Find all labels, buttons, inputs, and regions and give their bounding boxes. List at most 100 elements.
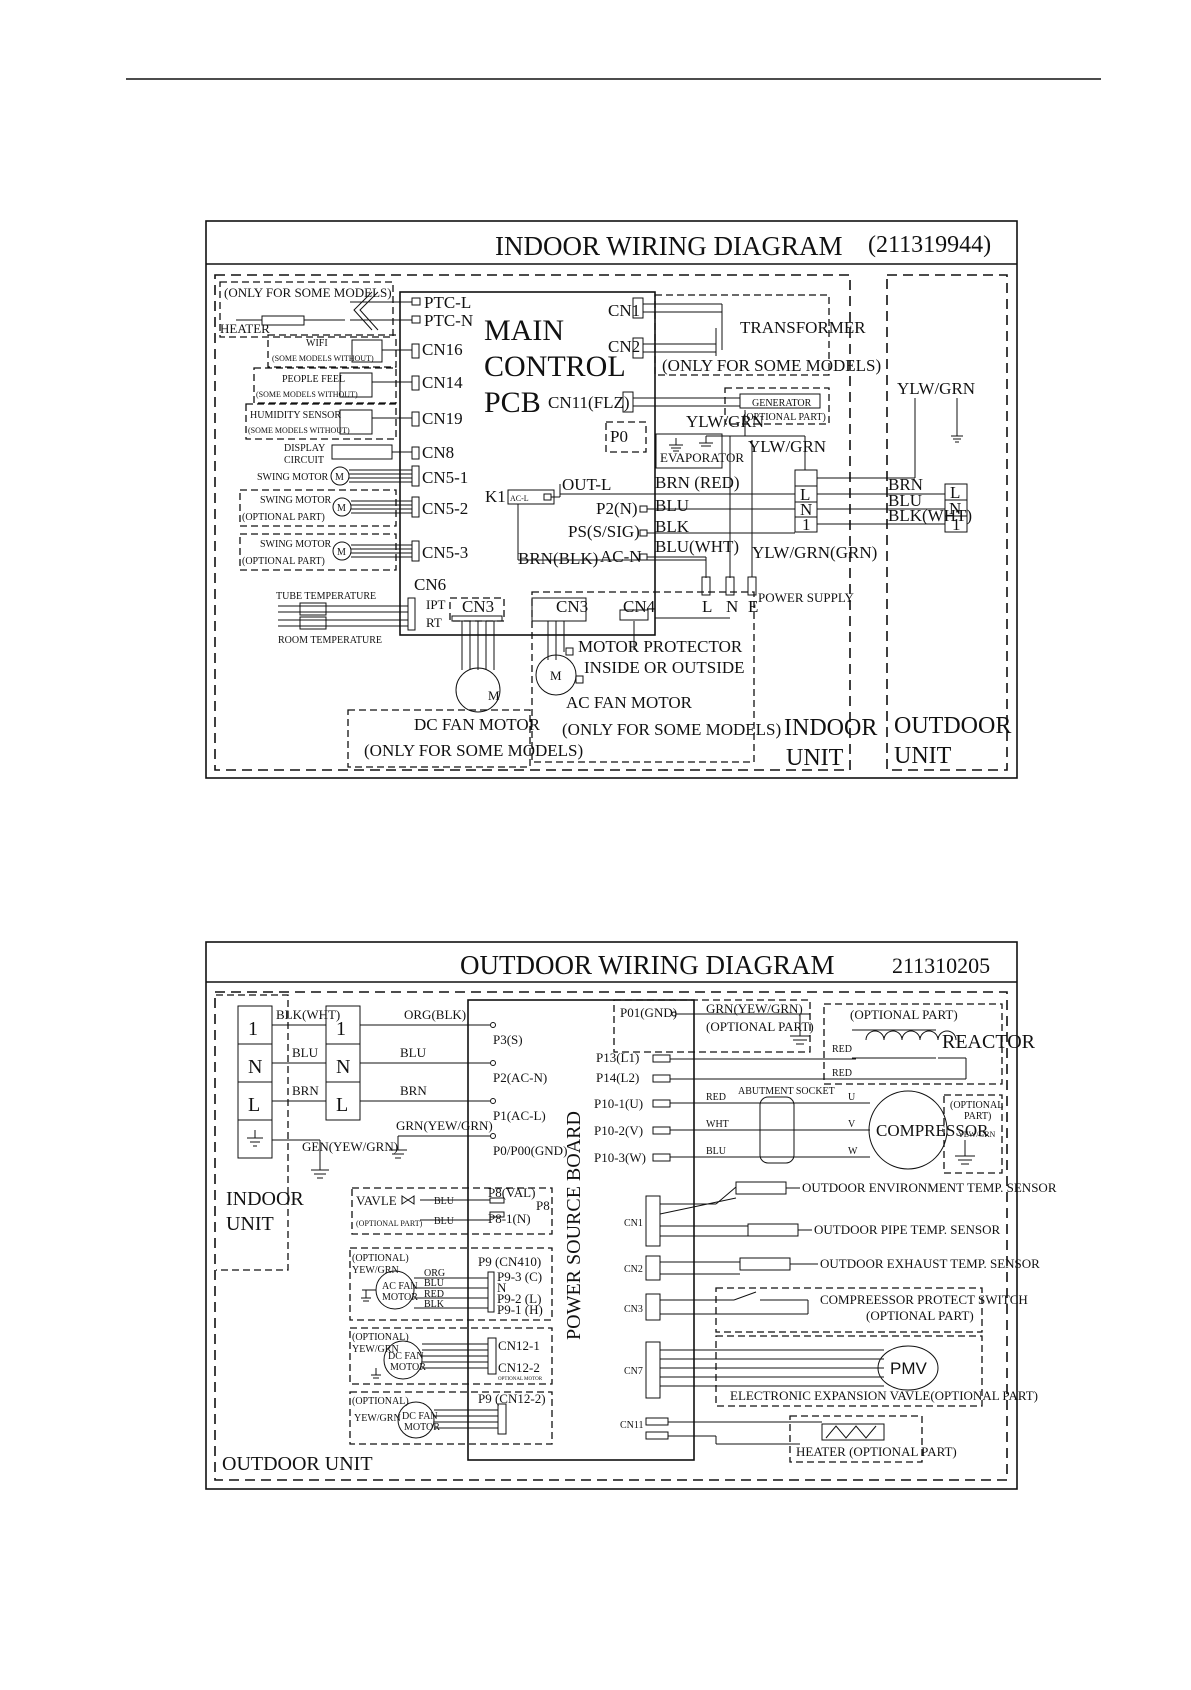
blk-wht-label: BLK(WHT) [276,1007,340,1022]
p10-3-label: P10-3(W) [594,1150,646,1165]
abutment-label: ABUTMENT SOCKET [738,1086,835,1097]
comp-protect-box [715,1287,983,1333]
compressor-label: COMPRESSOR [876,1121,989,1140]
p9-cn12-2-label: P9 (CN12-2) [478,1391,546,1406]
outdoor-unit-box [886,274,1008,771]
ground-icon [699,436,713,447]
svg-text:OPTIONAL MOTOR: OPTIONAL MOTOR [498,1377,543,1382]
terminal-n: N [800,500,812,519]
power-source-board-label: POWER SOURCE BOARD [563,1111,585,1340]
svg-text:L: L [248,1094,260,1116]
humidity-box [245,403,397,440]
humidity-note: (SOME MODELS WITHOUT) [248,426,350,435]
indoor-unit-label-1: INDOOR [784,715,877,741]
pmv-box [715,1335,983,1407]
dc-fan-note: (ONLY FOR SOME MODELS) [364,741,583,760]
svg-text:M: M [337,547,346,558]
svg-text:(OPTIONAL PART): (OPTIONAL PART) [850,1007,958,1022]
p0-label: P0/P00(GND) [493,1143,567,1158]
cn3-dc-label: CN3 [462,597,494,616]
ylw-grn-grn-label: YLW/GRN(GRN) [752,543,877,562]
p0-box [605,421,647,453]
svg-text:(OPTIONAL): (OPTIONAL) [352,1253,409,1264]
abutment-socket-icon [759,1096,795,1164]
display-label: DISPLAY [284,443,325,454]
svg-text:M: M [550,668,562,683]
svg-text:L: L [336,1094,348,1116]
indoor-unit-ref-box [216,994,289,1271]
p2-label: P2(AC-N) [493,1070,547,1085]
p10-2-label: P10-2(V) [594,1123,643,1138]
reactor-coil-icon [865,1030,957,1041]
pipe-sensor-label: OUTDOOR PIPE TEMP. SENSOR [814,1222,1000,1237]
reactor-box [823,1003,1003,1085]
svg-text:RED: RED [424,1289,444,1300]
valve-box [351,1187,553,1235]
cn14-label: CN14 [422,373,463,392]
evaporator-label: EVAPORATOR [660,450,744,465]
brn-p1-label: BRN [400,1083,427,1098]
p8-label: P8 [536,1198,550,1213]
people-feel-label: PEOPLE FEEL [282,374,345,385]
svg-text:DC FAN: DC FAN [388,1351,424,1362]
cn6-label: CN6 [414,575,446,594]
p13-label: P13(L1) [596,1050,639,1065]
wifi-box [267,334,397,368]
indoor-code: (211319944) [868,232,991,258]
svg-text:1: 1 [248,1018,258,1040]
swing-motor-3-icon [332,541,352,561]
swing-motor-2-box [239,489,397,527]
cn16-label: CN16 [422,340,463,359]
ac-fan-box [349,1247,553,1321]
pipe-sensor-icon [747,1223,799,1237]
cn2-label: CN2 [624,1264,643,1275]
svg-text:RED: RED [706,1092,726,1103]
wifi-note: (SOME MODELS WITHOUT) [272,354,374,363]
svg-text:ORG: ORG [424,1268,445,1279]
ground-icon [669,438,683,452]
indoor-unit-label-2: UNIT [786,745,844,771]
outdoor-unit-label: OUTDOOR UNIT [222,1453,373,1475]
dc-fan-2-box [349,1391,553,1445]
svg-text:M: M [488,688,500,703]
ground-icon [247,1130,263,1147]
compressor-icon [868,1090,948,1170]
dc-fan-motor-icon [455,667,501,713]
indoor-frame [205,220,1018,779]
svg-text:P9-2 (L): P9-2 (L) [497,1291,541,1306]
outdoor-ylw-grn: YLW/GRN [897,379,975,398]
gen-yew-grn-label: GEN(YEW/GRN) [302,1139,398,1154]
indoor-ref-label-2: UNIT [226,1213,274,1235]
svg-text:RED: RED [832,1044,852,1055]
outdoor-unit-label-2: UNIT [894,743,952,769]
outdoor-title: OUTDOOR WIRING DIAGRAM [460,950,834,980]
ps-l-label: L [702,597,712,616]
p14-label: P14(L2) [596,1070,639,1085]
rt-label: RT [426,615,442,630]
cn12-1-label: CN12-1 [498,1338,540,1353]
motor-protector-label-2: INSIDE OR OUTSIDE [584,658,745,677]
valve-note: (OPTIONAL PART) [356,1219,423,1228]
p2n-label: P2(N) [596,499,638,518]
evaporator-box [655,433,723,469]
svg-text:MOTOR: MOTOR [404,1422,440,1433]
circuit-label: CIRCUIT [284,455,324,466]
ac-fan-note: (ONLY FOR SOME MODELS) [562,720,781,739]
svg-text:MOTOR: MOTOR [390,1362,426,1373]
ground-icon [361,1289,376,1302]
cn1-label: CN1 [608,301,640,320]
outdoor-terminal-block [944,483,968,533]
ac-l-label: AC-L [510,494,529,503]
brn-red-label: BRN (RED) [655,473,740,492]
ylw-grn-label-2: YLW/GRN [748,437,826,456]
ground-icon [790,1035,810,1045]
ground-icon [951,435,963,443]
cn11-label: CN11 [620,1420,644,1431]
ground-icon [389,1149,407,1159]
dc-fan-motor-2-icon [397,1401,435,1439]
wifi-label: WIFI [306,338,328,349]
svg-text:WHT: WHT [706,1119,729,1130]
svg-text:N: N [336,1056,350,1078]
blu-wht-label: BLU(WHT) [655,537,739,556]
p9-cn410-label: P9 (CN410) [478,1254,541,1269]
